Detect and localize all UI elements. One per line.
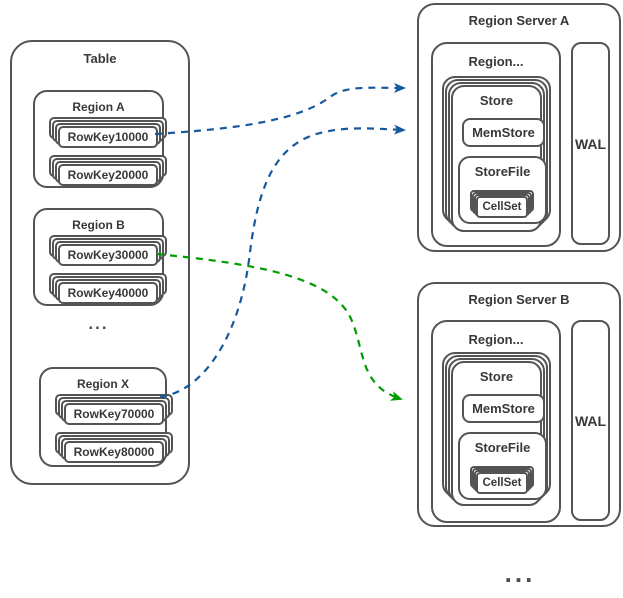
server-a-memstore-node: MemStore [462, 118, 545, 147]
server-a-region-node: Region... Store MemStore StoreFile CellS… [431, 42, 561, 247]
server-a-storefile-title: StoreFile [474, 164, 531, 179]
server-b-region-title: Region... [468, 332, 524, 347]
region-b-node: Region B RowKey30000 RowKey40000 [33, 208, 167, 307]
server-a-wal-node: WAL [571, 42, 610, 245]
table-more-regions-ellipsis: ... [88, 314, 109, 333]
arrow-rowkey10000-to-server-a [154, 82, 406, 136]
server-b-memstore-node: MemStore [462, 394, 545, 423]
rowkey-stack: RowKey70000 [55, 394, 173, 428]
rowkey-card: RowKey10000 [58, 126, 158, 148]
rowkey-card: RowKey80000 [64, 441, 164, 463]
server-a-cellset-card: CellSet [476, 196, 528, 218]
server-b-cellset-card: CellSet [476, 472, 528, 494]
server-b-storefile-node: StoreFile CellSet [458, 432, 547, 500]
region-server-b-title: Region Server B [468, 292, 570, 307]
arrow-rowkey70000-to-server-a [159, 124, 406, 399]
server-a-store-stack: Store MemStore StoreFile CellSet [442, 76, 551, 232]
rowkey-stack: RowKey30000 [49, 235, 167, 269]
region-b-title: Region B [72, 218, 125, 232]
server-a-storefile-node: StoreFile CellSet [458, 156, 547, 224]
table-title: Table [83, 51, 117, 66]
region-x-node: Region X RowKey70000 RowKey80000 [39, 367, 173, 467]
rowkey-card: RowKey40000 [58, 282, 158, 304]
region-server-a-node: Region Server A Region... Store MemStore… [417, 3, 621, 252]
server-a-region-title: Region... [468, 54, 524, 69]
rowkey-card: RowKey70000 [64, 403, 164, 425]
rowkey-stack: RowKey10000 [49, 117, 167, 151]
rowkey-stack: RowKey40000 [49, 273, 167, 307]
server-b-store-stack: Store MemStore StoreFile CellSet [442, 352, 551, 506]
rowkey-stack: RowKey20000 [49, 155, 167, 189]
server-b-wal-node: WAL [571, 320, 610, 521]
table-node: Table Region A RowKey10000 RowKey20000 R… [10, 40, 190, 485]
server-a-store-title: Store [479, 93, 514, 108]
region-server-b-node: Region Server B Region... Store MemStore… [417, 282, 621, 527]
server-b-store-title: Store [479, 369, 514, 384]
region-server-a-title: Region Server A [468, 13, 570, 28]
more-servers-ellipsis: ... [504, 558, 536, 588]
server-b-storefile-title: StoreFile [474, 440, 531, 455]
arrow-rowkey30000-to-server-b [156, 252, 403, 401]
rowkey-card: RowKey30000 [58, 244, 158, 266]
server-b-region-node: Region... Store MemStore StoreFile CellS… [431, 320, 561, 523]
region-x-title: Region X [76, 377, 129, 391]
region-a-title: Region A [72, 100, 125, 114]
rowkey-stack: RowKey80000 [55, 432, 173, 466]
server-b-cellset-stack: CellSet [470, 466, 534, 496]
rowkey-card: RowKey20000 [58, 164, 158, 186]
server-a-cellset-stack: CellSet [470, 190, 534, 220]
region-a-node: Region A RowKey10000 RowKey20000 [33, 90, 167, 189]
